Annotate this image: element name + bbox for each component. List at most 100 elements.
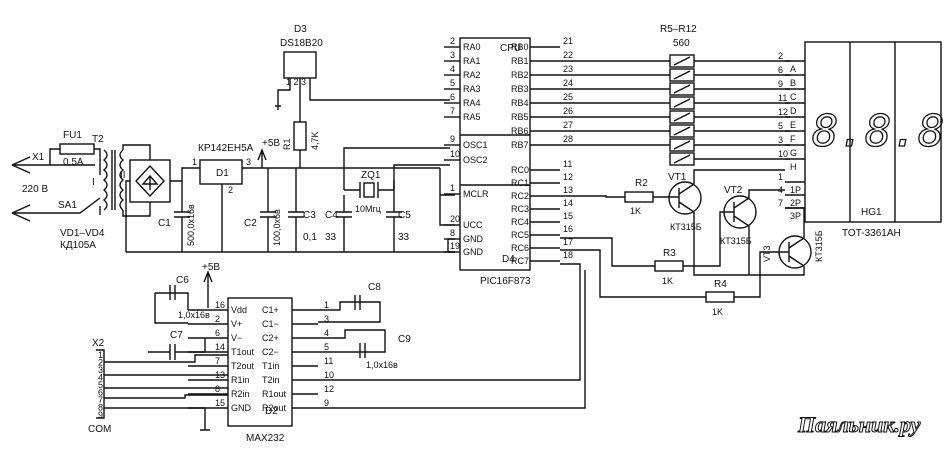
mcu-pin-label: RB3 bbox=[511, 84, 529, 94]
c7-label: C7 bbox=[170, 330, 183, 341]
c7-wiring bbox=[148, 338, 206, 360]
t2-secondary-label: II bbox=[120, 170, 126, 181]
reg-pin2: 2 bbox=[228, 185, 233, 195]
sensor-pins: 1 2 3 bbox=[286, 77, 306, 87]
mcu-pin-label: RA3 bbox=[463, 84, 481, 94]
display-pin-number: 5 bbox=[778, 121, 783, 131]
vt3-type: КТ315Б bbox=[814, 230, 824, 262]
plus5v-label: +5В bbox=[262, 138, 280, 149]
mcu-pin-label: RB5 bbox=[511, 112, 529, 122]
display-box bbox=[804, 41, 942, 223]
mcu-pin-number: 23 bbox=[563, 64, 573, 74]
mains-voltage-label: 220 В bbox=[22, 184, 48, 195]
r3-label: R3 bbox=[663, 248, 676, 259]
connector-body bbox=[96, 349, 105, 419]
max232-pin-number: 2 bbox=[215, 314, 220, 324]
c6-wiring bbox=[154, 285, 189, 324]
c6-value: 1,0х16в bbox=[178, 310, 210, 320]
c4-value: 33 bbox=[325, 232, 337, 243]
bridge-type-label: КД105А bbox=[60, 240, 96, 251]
mcu-pin-number: 28 bbox=[563, 134, 573, 144]
max232-pin-label: C1+ bbox=[262, 305, 279, 315]
transformer-t2: T2 I II bbox=[92, 134, 151, 217]
max232-pin-label: R2out bbox=[262, 403, 287, 413]
mcu-dividers bbox=[460, 134, 530, 186]
t2-label: T2 bbox=[92, 134, 104, 145]
max232-pin-number: 14 bbox=[215, 342, 225, 352]
max232-pin-number: 11 bbox=[324, 356, 333, 366]
mcu-pin-number: 11 bbox=[563, 159, 572, 169]
display-pin-label: E bbox=[790, 120, 796, 130]
resnet-resistors bbox=[669, 54, 790, 166]
uart-wires bbox=[318, 263, 586, 409]
power-input: X1 220 В SA1 FU1 0,5A bbox=[11, 130, 101, 222]
c9-wiring bbox=[318, 329, 386, 358]
max232-pin-label: R1out bbox=[262, 389, 287, 399]
mcu-pin-label: RC0 bbox=[511, 165, 529, 175]
hg1-label: HG1 bbox=[861, 207, 882, 218]
site-watermark: Паяльник.ру bbox=[797, 412, 921, 437]
mcu-pin-number: 3 bbox=[450, 50, 455, 60]
display-pin-number: 11 bbox=[778, 93, 787, 103]
display-pin-label: H bbox=[790, 162, 797, 172]
mcu-pin-number: 27 bbox=[563, 120, 573, 130]
display-pin-number: 9 bbox=[778, 79, 783, 89]
mcu-pin-number: 19 bbox=[450, 241, 460, 251]
mcu-pin-label: OSC1 bbox=[463, 140, 488, 150]
mcu-pin-number: 13 bbox=[563, 185, 573, 195]
mcu-pin-label: RC2 bbox=[511, 191, 529, 201]
max232-plus5v-arrow bbox=[203, 270, 213, 308]
r4-value: 1K bbox=[712, 307, 723, 317]
crystal-zq1: ZQ1 10Мгц bbox=[343, 147, 450, 214]
resnet-slash bbox=[673, 112, 691, 122]
transistors: VT1 КТ315Б VT2 КТ315Б VT3 КТ315Б bbox=[668, 169, 824, 276]
mcu-pin-number: 22 bbox=[563, 50, 573, 60]
t2-secondary-wires bbox=[122, 144, 151, 217]
max232-pin-label: V+ bbox=[231, 319, 242, 329]
max232-pin-number: 7 bbox=[215, 356, 220, 366]
mcu-pin-label: RC7 bbox=[511, 256, 529, 266]
fu1-label: FU1 bbox=[63, 130, 82, 141]
r3-body bbox=[654, 260, 684, 272]
mcu-pin-label: RA2 bbox=[463, 70, 481, 80]
max232-pin-label: Vdd bbox=[231, 305, 247, 315]
c6-label: C6 bbox=[176, 275, 189, 286]
max232-pin-number: 12 bbox=[324, 384, 334, 394]
resistor-network: R5–R12 560 bbox=[660, 24, 790, 166]
d3-type: DS18B20 bbox=[280, 38, 323, 49]
mcu-pin-label: RB1 bbox=[511, 56, 529, 66]
bridge-rectifier: VD1–VD4 КД105А bbox=[60, 159, 200, 252]
mcu-pin-number: 5 bbox=[450, 78, 455, 88]
max232-pin-number: 3 bbox=[324, 314, 329, 324]
connector-pin-number: 2 bbox=[98, 358, 103, 368]
mcu-ref-label: D4 bbox=[502, 254, 515, 265]
r2-value: 1K bbox=[630, 206, 641, 216]
max232-pin-number: 5 bbox=[324, 342, 329, 352]
display-pin-number: 7 bbox=[778, 198, 783, 208]
display-pin-label: 3P bbox=[790, 211, 801, 221]
mcu-pin-number: 26 bbox=[563, 106, 573, 116]
resnet-ref: R5–R12 bbox=[660, 24, 697, 35]
plug-arrow-top bbox=[11, 156, 31, 174]
bridge-ref-label: VD1–VD4 bbox=[60, 228, 105, 239]
max232-pin-label: GND bbox=[231, 403, 252, 413]
mcu-pin-label: GND bbox=[463, 247, 484, 257]
mcu-pin-group: 2RA03RA14RA25RA36RA47RA59OSC110OSC21MCLR… bbox=[444, 36, 670, 266]
t2-core bbox=[111, 150, 116, 210]
max232-pin-label: R1in bbox=[231, 375, 250, 385]
mcu-pin-label: RA0 bbox=[463, 42, 481, 52]
max232-pin-label: C2+ bbox=[262, 333, 279, 343]
max232-pin-number: 15 bbox=[215, 398, 225, 408]
display-pin-label: 2P bbox=[790, 198, 801, 208]
regulator-type-label: КР142ЕН5А bbox=[198, 143, 254, 154]
display-pin-number: 1 bbox=[778, 172, 783, 182]
d2-label: D2 bbox=[265, 406, 278, 417]
plug-arrow-bottom bbox=[11, 204, 31, 222]
display-pin-label: F bbox=[790, 134, 796, 144]
r4-body bbox=[705, 291, 735, 303]
reg-pin3: 3 bbox=[246, 157, 251, 167]
max232-pin-label: V− bbox=[231, 333, 242, 343]
